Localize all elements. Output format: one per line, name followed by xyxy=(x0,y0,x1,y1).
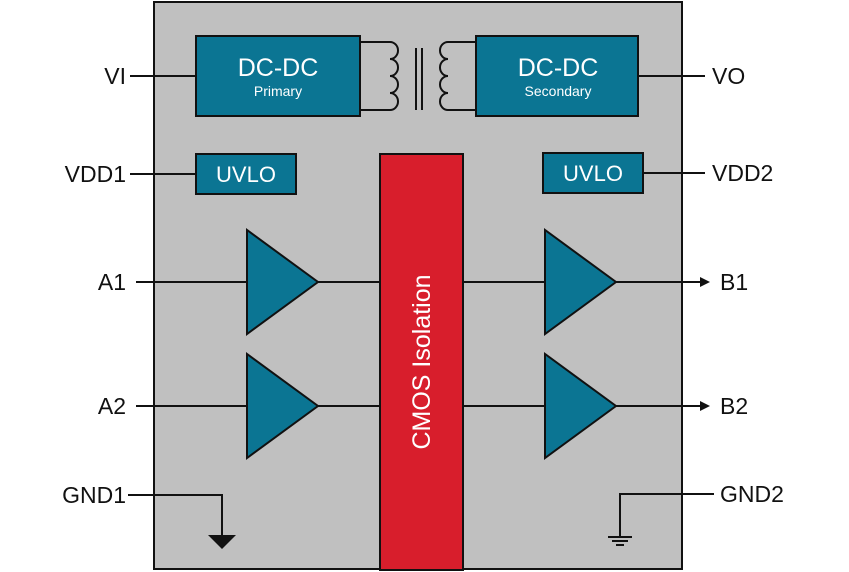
dcdc-secondary-subtitle: Secondary xyxy=(525,83,592,99)
wire-gnd2 xyxy=(619,493,714,536)
dcdc-primary-subtitle: Primary xyxy=(254,83,302,99)
arrow-right-icon xyxy=(700,401,710,411)
uvlo-right-block: UVLO xyxy=(542,152,644,194)
pin-label-vdd2: VDD2 xyxy=(712,160,773,186)
buffer-a1-icon xyxy=(246,228,320,336)
pin-label-vo: VO xyxy=(712,63,745,89)
pin-label-vdd1: VDD1 xyxy=(65,161,126,187)
pin-label-b1: B1 xyxy=(720,269,748,295)
pin-label-gnd1: GND1 xyxy=(62,482,126,508)
pin-label-a1: A1 xyxy=(98,269,126,295)
pin-label-gnd2: GND2 xyxy=(720,481,784,507)
buffer-b2-icon xyxy=(544,352,618,460)
dcdc-secondary-title: DC-DC xyxy=(518,54,599,82)
dcdc-primary-block: DC-DC Primary xyxy=(195,35,361,117)
arrow-right-icon xyxy=(700,277,710,287)
cmos-isolation-barrier: CMOS Isolation xyxy=(379,153,464,571)
transformer-icon xyxy=(360,41,476,111)
uvlo-left-block: UVLO xyxy=(195,153,297,195)
cmos-isolation-label: CMOS Isolation xyxy=(408,274,436,449)
buffer-a2-icon xyxy=(246,352,320,460)
dcdc-secondary-block: DC-DC Secondary xyxy=(475,35,639,117)
ground-arrow-icon xyxy=(208,535,236,549)
dcdc-primary-title: DC-DC xyxy=(238,54,319,82)
pin-label-vi: VI xyxy=(104,63,126,89)
wire-gnd1 xyxy=(128,494,223,535)
uvlo-left-label: UVLO xyxy=(216,162,276,187)
uvlo-right-label: UVLO xyxy=(563,161,623,186)
buffer-b1-icon xyxy=(544,228,618,336)
earth-ground-icon xyxy=(608,536,632,546)
pin-label-a2: A2 xyxy=(98,393,126,419)
pin-label-b2: B2 xyxy=(720,393,748,419)
